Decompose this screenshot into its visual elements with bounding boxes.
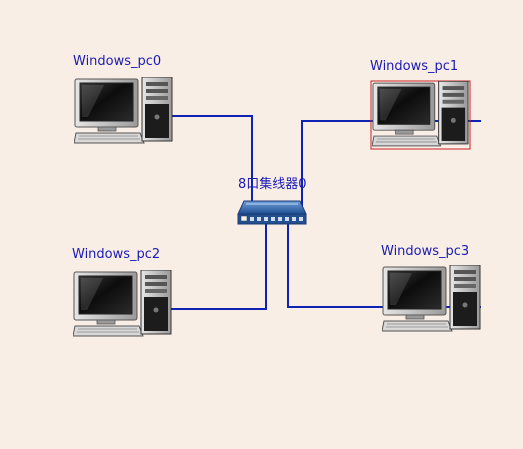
desktop-computer-icon[interactable]: [74, 77, 173, 144]
desktop-computer-icon[interactable]: [382, 265, 481, 332]
desktop-computer-icon[interactable]: [73, 270, 172, 337]
pc2-label: Windows_pc2: [72, 247, 161, 262]
pc1-label: Windows_pc1: [370, 59, 459, 74]
network-hub-icon[interactable]: [237, 200, 307, 225]
node-pc0[interactable]: [74, 77, 173, 144]
node-hub[interactable]: [237, 200, 307, 225]
pc3-label: Windows_pc3: [381, 244, 470, 259]
node-pc2[interactable]: [73, 270, 172, 337]
node-pc1[interactable]: [370, 80, 471, 150]
desktop-computer-icon[interactable]: [372, 81, 469, 147]
selection-box: [370, 80, 471, 150]
node-pc3[interactable]: [382, 265, 481, 332]
link-pc2-hub[interactable]: [168, 222, 267, 310]
link-pc0-hub[interactable]: [168, 115, 253, 222]
hub-label: 8口集线器0: [238, 177, 307, 192]
pc0-label: Windows_pc0: [73, 54, 162, 69]
